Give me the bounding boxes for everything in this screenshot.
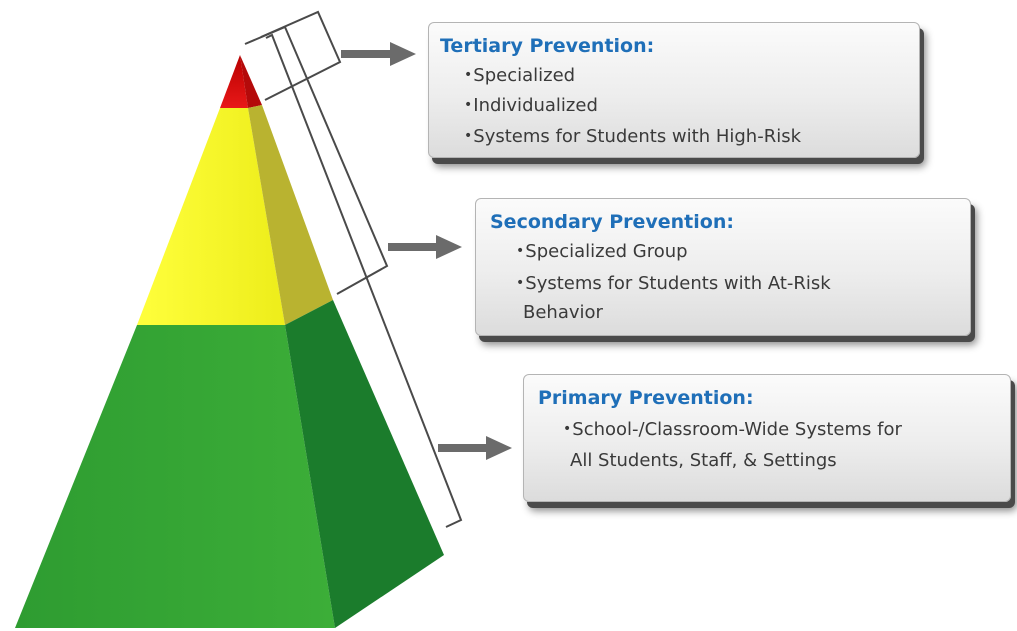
brackets [244, 10, 463, 528]
bullet-glyph: • [464, 97, 473, 113]
tertiary-item-3: •Systems for Students with High-Risk [464, 126, 801, 147]
tertiary-item-1: •Specialized [464, 65, 575, 86]
tertiary-prevention-title: Tertiary Prevention: [440, 35, 655, 57]
tertiary-item-2: •Individualized [464, 95, 598, 116]
secondary-item-1: •Specialized Group [516, 241, 688, 262]
pyramid-tier-primary-front [15, 325, 335, 628]
primary-prevention-title: Primary Prevention: [538, 387, 754, 409]
primary-prevention-box: Primary Prevention: •School-/Classroom-W… [523, 374, 1011, 502]
primary-item-1: •School-/Classroom-Wide Systems for [563, 419, 902, 440]
arrow-secondary [388, 235, 462, 259]
pyramid-tier-tertiary-side [240, 55, 262, 108]
tertiary-item-3-text: Systems for Students with High-Risk [473, 126, 802, 147]
primary-item-1-cont: All Students, Staff, & Settings [570, 450, 837, 471]
bracket-tertiary [260, 10, 342, 101]
secondary-item-1-text: Specialized Group [525, 241, 688, 262]
bullet-glyph: • [563, 421, 572, 437]
secondary-prevention-title: Secondary Prevention: [490, 211, 734, 233]
arrows [341, 42, 512, 460]
tertiary-item-1-text: Specialized [473, 65, 576, 86]
secondary-item-2-text: Systems for Students with At-Risk [525, 273, 831, 294]
primary-item-1-text: School-/Classroom-Wide Systems for [572, 419, 902, 440]
pyramid-tier-primary-side [285, 300, 444, 628]
pyramid-tier-secondary-front [137, 108, 285, 325]
bullet-glyph: • [516, 275, 525, 291]
pyramid-tier-tertiary-front [220, 55, 248, 108]
pyramid-tier-secondary-side [248, 105, 333, 325]
arrow-primary [438, 436, 512, 460]
arrow-tertiary [341, 42, 416, 66]
pyramid [15, 55, 444, 628]
secondary-prevention-box: Secondary Prevention: •Specialized Group… [475, 198, 971, 336]
tertiary-item-2-text: Individualized [473, 95, 598, 116]
bullet-glyph: • [464, 128, 473, 144]
bullet-glyph: • [516, 243, 525, 259]
secondary-item-2: •Systems for Students with At-Risk [516, 273, 831, 294]
tertiary-prevention-box: Tertiary Prevention: •Specialized •Indiv… [428, 22, 920, 158]
bracket-primary [265, 33, 463, 528]
secondary-item-2-cont: Behavior [523, 302, 603, 323]
bullet-glyph: • [464, 67, 473, 83]
bracket-secondary [244, 25, 389, 295]
